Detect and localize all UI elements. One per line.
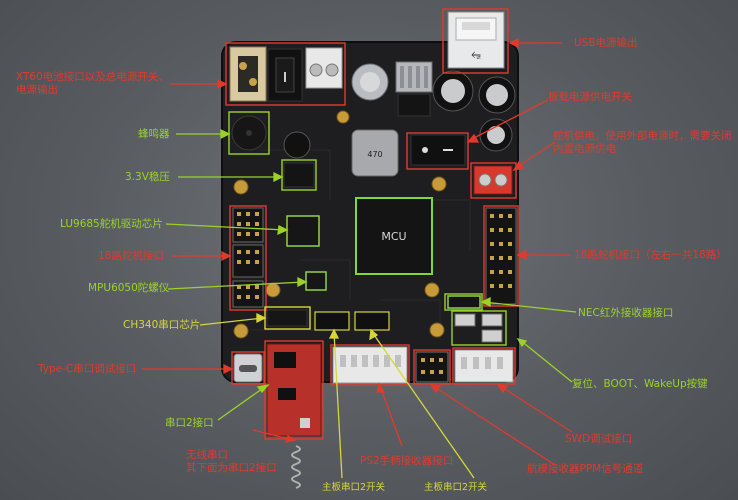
red-leader-lines xyxy=(142,37,573,466)
usb-icon: ⭂ xyxy=(471,47,481,61)
wireless-chip xyxy=(278,388,296,400)
switch-dot xyxy=(422,147,428,153)
label-wireless-line2: 其下面为串口2接口 xyxy=(186,462,277,474)
inductor-value: 470 xyxy=(367,150,382,159)
lu9685-chip xyxy=(286,215,320,247)
antenna-spring xyxy=(291,445,301,489)
label-servo-power-line2: 内置电源供电 xyxy=(553,143,616,155)
wireless-chip xyxy=(274,352,296,368)
xt60-pin xyxy=(239,62,247,70)
capacitor-top xyxy=(441,79,465,103)
button-wakeup xyxy=(481,329,503,343)
label-servo-power: 舵机供电，使用外部电源时，需要关闭 内置电源供电 xyxy=(553,130,732,156)
swd-pins xyxy=(421,358,443,374)
label-uart2-switch-right: 主板串口2开关 xyxy=(424,482,488,493)
label-buttons: 复位、BOOT、WakeUp按键 xyxy=(572,378,708,390)
label-uart2-switch-left: 主板串口2开关 xyxy=(322,482,386,493)
mcu-label: MCU xyxy=(381,230,406,243)
label-board-switch: 板载电源供电开关 xyxy=(548,91,632,103)
regulator-chip xyxy=(397,93,431,117)
ir-receiver-header xyxy=(447,295,481,309)
uart2-switch-right xyxy=(354,311,390,331)
label-ch340: CH340串口芯片 xyxy=(123,319,201,331)
terminal-screw xyxy=(325,63,339,77)
label-buzzer: 蜂鸣器 xyxy=(138,128,170,140)
power-inductor xyxy=(351,129,399,177)
yellow-leader-lines xyxy=(199,312,475,479)
swd-header xyxy=(415,351,449,383)
typec-slot xyxy=(239,365,257,372)
label-ldo: 3.3V稳压 xyxy=(125,171,170,183)
green-leader-lines xyxy=(165,128,577,421)
label-wireless-line1: 无线串口 xyxy=(186,449,228,461)
label-wireless: 无线串口 其下面为串口2接口 xyxy=(186,449,277,475)
capacitor xyxy=(283,131,311,159)
xt60-pin xyxy=(249,78,257,86)
left-header-pins xyxy=(237,212,259,299)
heatsink-fins xyxy=(400,66,428,88)
ldo-regulator xyxy=(283,162,315,188)
label-nec-ir: NEC红外接收器接口 xyxy=(578,307,674,319)
wireless-led xyxy=(300,418,310,428)
button-boot xyxy=(481,313,503,327)
capacitor-top xyxy=(487,126,505,144)
usb-tongue xyxy=(462,22,490,30)
ps2-pins xyxy=(340,355,401,367)
label-ppm: 航模接收器PPM信号通道 xyxy=(527,463,644,475)
uart2-switch-left xyxy=(314,311,350,331)
ppm-pins xyxy=(461,357,503,369)
label-xt60-line1: XT60电池接口以及总电源开关、 xyxy=(16,71,169,83)
label-uart2: 串口2接口 xyxy=(165,417,214,429)
label-lu9685: LU9685舵机驱动芯片 xyxy=(60,218,163,230)
label-usb-output: USB电源输出 xyxy=(574,37,638,49)
ch340-chip xyxy=(266,309,308,327)
mpu6050-chip xyxy=(305,271,327,291)
right-header-pins xyxy=(490,214,512,288)
label-servo18-right: 18路舵机接口（左右一共18路） xyxy=(574,249,727,261)
label-ps2: PS2手柄接收器接口 xyxy=(360,455,454,467)
terminal-screw xyxy=(494,173,508,187)
onboard-power-switch xyxy=(410,134,466,166)
label-servo-power-line1: 舵机供电，使用外部电源时，需要关闭 xyxy=(553,130,732,142)
terminal-screw xyxy=(309,63,323,77)
label-swd: SWD调试接口 xyxy=(565,433,633,445)
button-reset xyxy=(454,313,476,327)
red-highlight-boxes xyxy=(225,8,519,440)
label-xt60: XT60电池接口以及总电源开关、 电源输出 xyxy=(16,71,169,97)
label-mpu6050: MPU6050陀螺仪 xyxy=(88,282,170,294)
label-typec: Type-C串口调试接口 xyxy=(38,363,137,375)
label-servo18-left: 18路舵机接口 xyxy=(98,250,164,262)
capacitor-top xyxy=(360,72,380,92)
capacitor-top xyxy=(486,84,508,106)
label-xt60-line2: 电源输出 xyxy=(16,84,58,96)
mcu-chip xyxy=(355,197,433,275)
terminal-screw xyxy=(478,173,492,187)
pcb-traces xyxy=(250,149,471,340)
xt60-socket xyxy=(238,56,258,92)
buzzer-hole xyxy=(246,130,252,136)
mounting-holes xyxy=(233,110,447,339)
